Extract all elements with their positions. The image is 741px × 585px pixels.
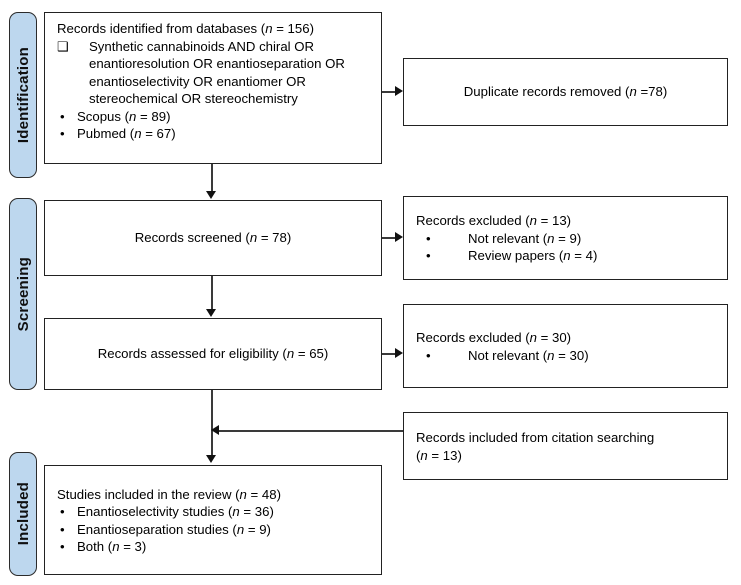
n-italic: n (265, 21, 273, 36)
box-duplicate-records-removed: Duplicate records removed (n =78) (403, 58, 728, 126)
box-studies-included: Studies included in the review (n = 48) … (44, 465, 382, 575)
citation-searching-line2: (n = 13) (416, 447, 462, 463)
records-excluded-eligibility-title: Records excluded (n = 30) (416, 330, 572, 345)
bullet-icon: • (60, 521, 65, 537)
connector-screened-to-eligibility (211, 276, 213, 310)
n-italic: n (420, 447, 428, 463)
list-item: •Enantioselectivity studies (n = 36) (60, 504, 274, 519)
connector-screened-to-excluded (382, 237, 396, 239)
n-italic: n (236, 521, 245, 537)
records-excluded-eligibility-reasons: •Not relevant (n = 30) (416, 347, 717, 365)
list-item: •Review papers (n = 4) (426, 248, 598, 264)
list-item: •Pubmed (n = 67) (60, 126, 176, 141)
list-item: •Enantioseparation studies (n = 9) (60, 521, 271, 537)
records-identified-title: Records identified from databases (n = 1… (57, 21, 314, 36)
bullet-icon: • (426, 347, 431, 363)
records-identified-query: ❑ Synthetic cannabinoids AND chiral OR en… (57, 38, 371, 108)
phase-label-included: Included (9, 452, 37, 576)
box-records-assessed-eligibility: Records assessed for eligibility (n = 65… (44, 318, 382, 390)
duplicate-records-removed-label: Duplicate records removed (n =78) (463, 84, 668, 100)
connector-identified-to-screened (211, 164, 213, 192)
box-records-excluded-eligibility: Records excluded (n = 30) •Not relevant … (403, 304, 728, 388)
n-italic: n (232, 504, 240, 519)
bullet-icon: • (60, 539, 65, 554)
n-italic: n (129, 108, 137, 124)
arrow-right-icon (395, 86, 403, 96)
connector-eligibility-to-included (211, 390, 213, 456)
records-excluded-screening-title: Records excluded (n = 13) (416, 213, 572, 229)
box-records-screened: Records screened (n = 78) (44, 200, 382, 276)
n-italic: n (529, 213, 537, 229)
box-records-identified: Records identified from databases (n = 1… (44, 12, 382, 164)
records-identified-sources: •Scopus (n = 89) •Pubmed (n = 67) (57, 108, 371, 143)
checkbox-icon: ❑ (57, 38, 69, 54)
list-item: •Not relevant (n = 30) (426, 347, 589, 363)
arrow-down-icon (206, 455, 216, 463)
phase-label-screening: Screening (9, 198, 37, 390)
box-records-excluded-screening: Records excluded (n = 13) •Not relevant … (403, 196, 728, 280)
list-item: •Not relevant (n = 9) (426, 230, 582, 246)
citation-searching-line1: Records included from citation searching (416, 430, 655, 445)
connector-citation-to-included (219, 430, 403, 432)
n-italic: n (249, 230, 258, 246)
phase-label-identification-text: Identification (14, 46, 32, 144)
studies-included-items: •Enantioselectivity studies (n = 36) •En… (57, 503, 371, 556)
box-records-included-citation-searching: Records included from citation searching… (403, 412, 728, 480)
list-item: •Scopus (n = 89) (60, 108, 171, 124)
records-screened-label: Records screened (n = 78) (134, 230, 292, 246)
connector-identified-to-duplicates (382, 91, 396, 93)
connector-eligibility-to-excluded (382, 353, 396, 355)
n-italic: n (629, 84, 637, 100)
n-italic: n (134, 126, 142, 141)
n-italic: n (547, 347, 555, 363)
phase-label-identification: Identification (9, 12, 37, 178)
bullet-icon: • (60, 126, 65, 141)
records-assessed-eligibility-label: Records assessed for eligibility (n = 65… (97, 346, 329, 362)
bullet-icon: • (426, 230, 431, 246)
n-italic: n (563, 248, 571, 264)
bullet-icon: • (60, 108, 65, 124)
arrow-down-icon (206, 191, 216, 199)
phase-label-screening-text: Screening (14, 256, 32, 332)
arrow-down-icon (206, 309, 216, 317)
arrow-left-icon (211, 425, 219, 435)
n-italic: n (529, 330, 537, 345)
arrow-right-icon (395, 348, 403, 358)
bullet-icon: • (60, 504, 65, 519)
studies-included-title: Studies included in the review (n = 48) (57, 486, 281, 502)
n-italic: n (547, 230, 555, 246)
phase-label-included-text: Included (14, 482, 32, 546)
n-italic: n (286, 346, 295, 362)
list-item: •Both (n = 3) (60, 539, 147, 554)
records-identified-query-text: Synthetic cannabinoids AND chiral OR ena… (89, 38, 345, 107)
records-excluded-screening-reasons: •Not relevant (n = 9) •Review papers (n … (416, 230, 717, 265)
n-italic: n (239, 486, 247, 502)
bullet-icon: • (426, 248, 431, 264)
n-italic: n (112, 539, 120, 554)
arrow-right-icon (395, 232, 403, 242)
